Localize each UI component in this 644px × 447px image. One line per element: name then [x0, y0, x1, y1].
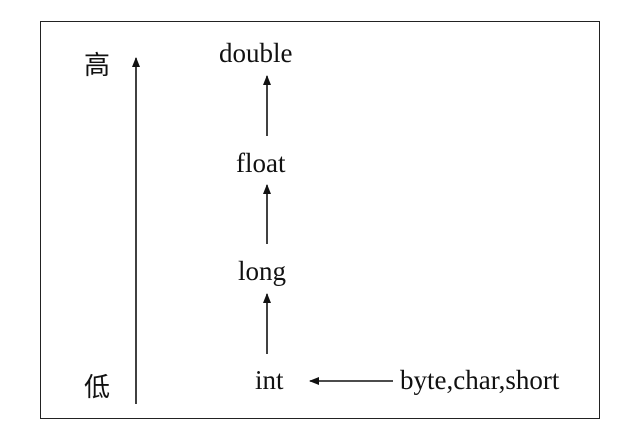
diagram-frame — [40, 21, 600, 419]
type-long: long — [238, 256, 287, 286]
type-byte-char-short: byte,char,short — [400, 365, 560, 395]
type-double: double — [219, 38, 293, 68]
type-int: int — [255, 365, 284, 395]
scale-high-label: 高 — [84, 51, 111, 81]
type-float: float — [236, 148, 286, 178]
scale-low-label: 低 — [84, 373, 111, 403]
